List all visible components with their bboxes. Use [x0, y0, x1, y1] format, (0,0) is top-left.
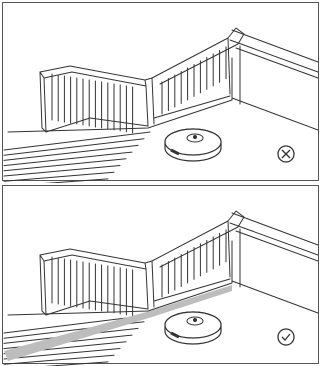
- panel-frame: [3, 186, 319, 364]
- check-circle-icon: [278, 329, 294, 345]
- panel-frame: [3, 3, 319, 181]
- panel-correct: [0, 183, 321, 366]
- icon-circle: [278, 329, 294, 345]
- panel-illustration: [0, 0, 321, 183]
- robot-button: [193, 135, 197, 139]
- cross-circle-icon: [278, 146, 294, 162]
- line-art: [3, 3, 319, 184]
- robot-vacuum: [165, 129, 221, 161]
- robot-button: [193, 318, 197, 322]
- panel-incorrect: [0, 0, 321, 183]
- robot-vacuum: [165, 312, 221, 344]
- panel-illustration: [0, 183, 321, 366]
